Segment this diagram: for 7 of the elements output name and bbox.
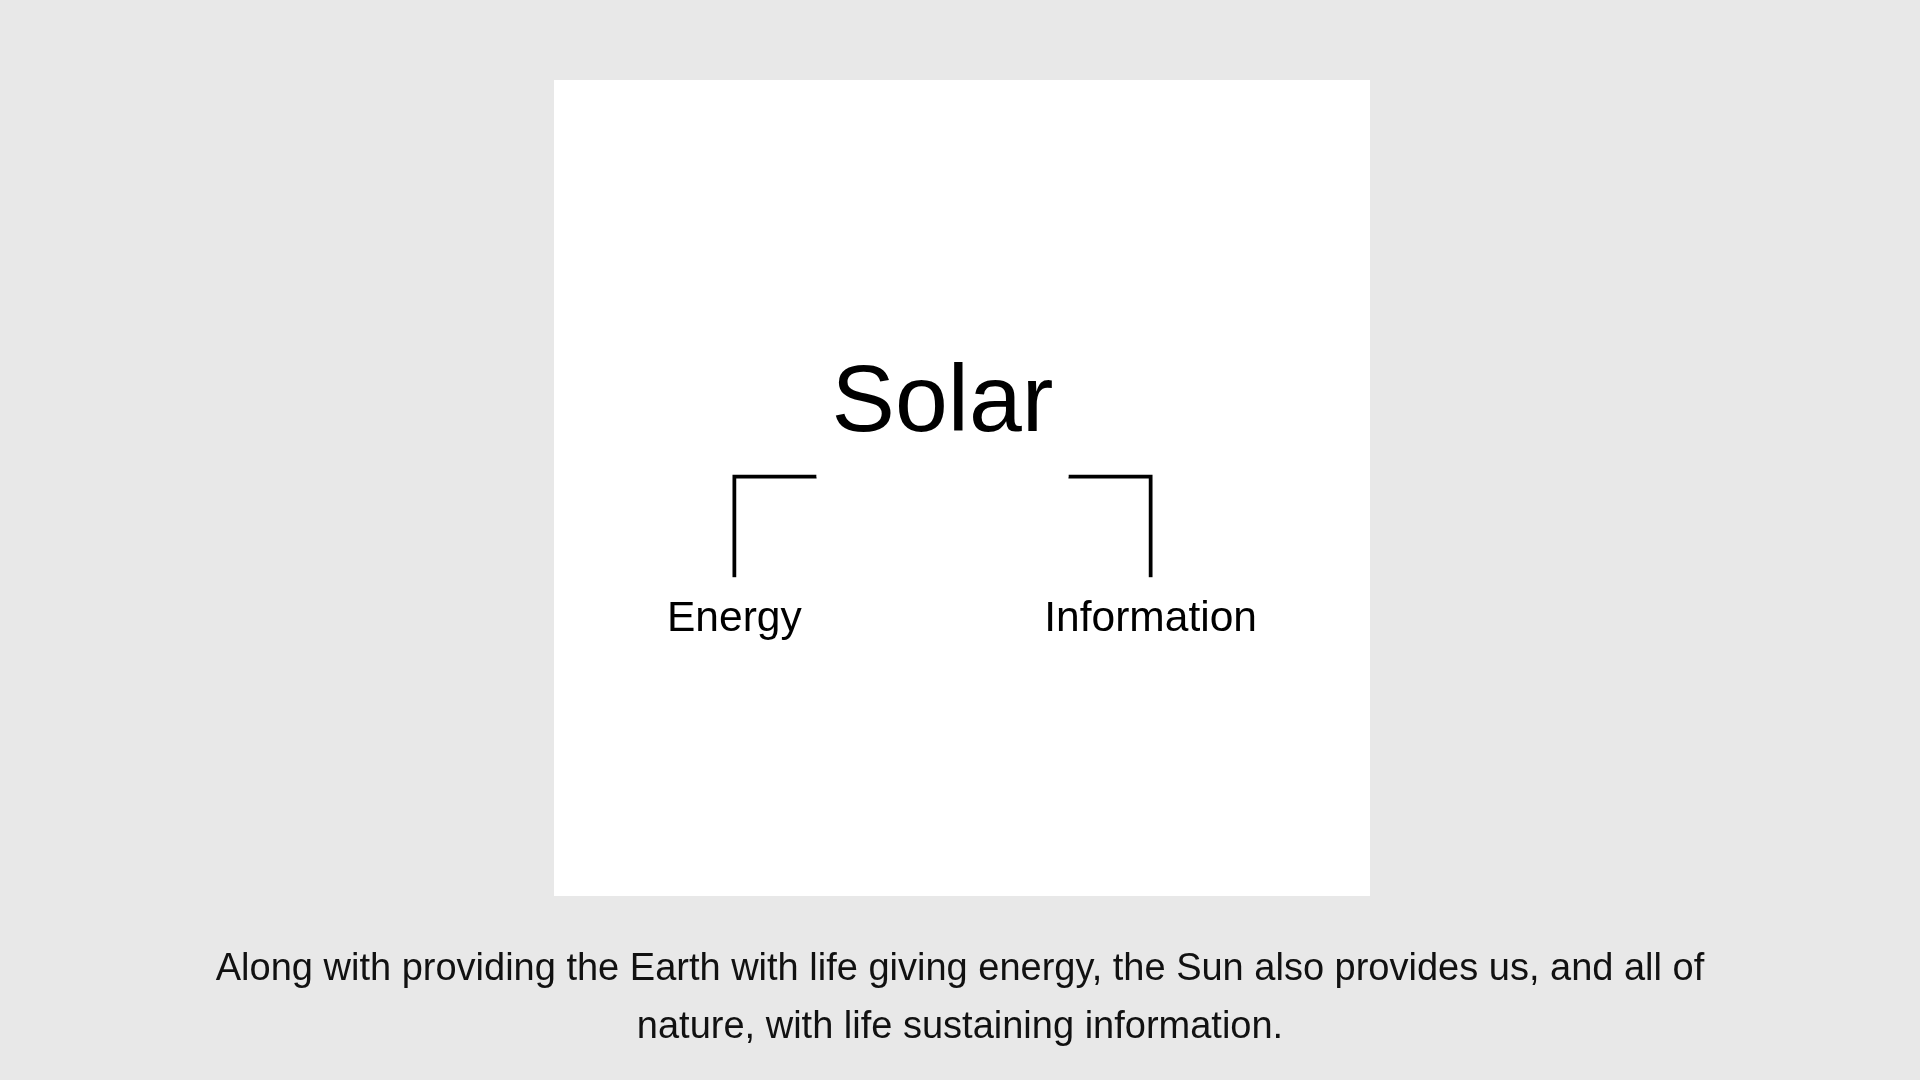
node-text: Energy xyxy=(667,592,802,640)
tree-diagram: Solar Energy Information xyxy=(642,278,1282,698)
node-text: Solar xyxy=(831,344,1054,452)
node-text: Information xyxy=(1044,592,1257,640)
connector xyxy=(1068,474,1153,578)
connector xyxy=(732,474,817,578)
caption: Along with providing the Earth with life giving energy, the Sun also provides us, and all of nature, with life sustaining information. xyxy=(214,945,1706,1048)
